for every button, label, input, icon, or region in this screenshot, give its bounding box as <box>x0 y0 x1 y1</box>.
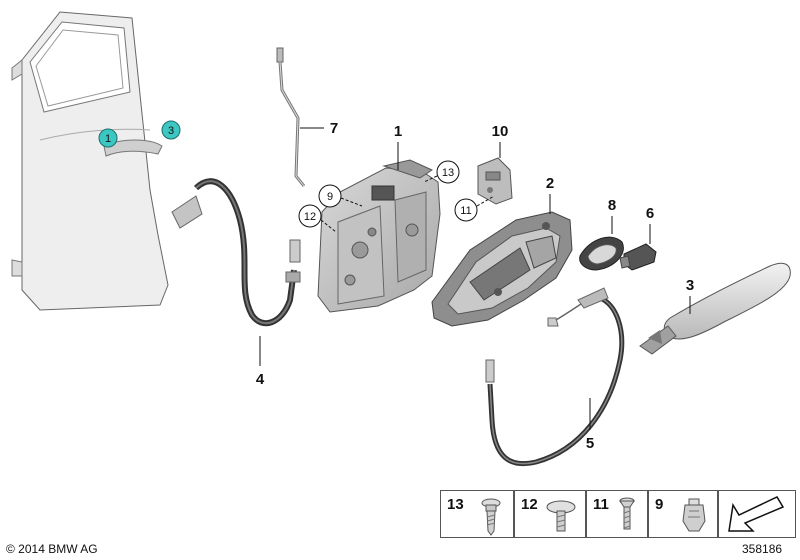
callout-circle-11-label: 11 <box>460 205 471 217</box>
callout-7: 7 <box>300 120 338 137</box>
diagram-number: 358186 <box>742 542 783 556</box>
callout-6-label: 6 <box>646 205 654 222</box>
callout-circle-9-label: 9 <box>327 191 333 203</box>
part-6-cap <box>619 243 657 271</box>
part-2-handle-carrier <box>431 211 585 327</box>
callout-2-label: 2 <box>546 175 554 192</box>
countersunk-screw-icon <box>619 497 635 530</box>
callout-7-label: 7 <box>330 120 338 137</box>
legend-item-11[interactable]: 11 <box>586 490 648 538</box>
callout-4: 4 <box>256 336 265 388</box>
callout-10: 10 <box>492 123 509 158</box>
part-1-door-lock <box>317 159 441 313</box>
legend-item-11-label: 11 <box>593 496 609 513</box>
part-10-striker <box>477 157 513 205</box>
clip-icon <box>682 498 706 532</box>
callout-circle-9: 9 <box>318 184 363 208</box>
callout-3: 3 <box>686 277 694 314</box>
legend-item-9-label: 9 <box>655 496 664 513</box>
door-hotspot-3-label: 3 <box>168 125 174 137</box>
legend-item-12-label: 12 <box>521 496 538 513</box>
callout-6: 6 <box>646 205 654 244</box>
callout-circle-13: 13 <box>423 160 460 184</box>
callout-1: 1 <box>394 123 402 170</box>
door-hotspot-1-label: 1 <box>105 133 111 145</box>
part-7-rod <box>276 47 306 187</box>
screw-icon <box>481 498 501 536</box>
part-5-cable <box>485 287 625 467</box>
callout-circle-11: 11 <box>454 195 495 222</box>
callout-circle-12-label: 12 <box>304 211 316 223</box>
legend-item-13[interactable]: 13 <box>440 490 514 538</box>
part-8-cover-ring <box>579 236 624 271</box>
door-hotspot-3[interactable]: 3 <box>161 120 181 140</box>
callout-8-label: 8 <box>608 197 616 214</box>
callout-5-label: 5 <box>586 435 594 452</box>
legend-item-13-label: 13 <box>447 496 464 513</box>
callout-circle-12: 12 <box>298 204 337 233</box>
callout-8: 8 <box>608 197 616 234</box>
part-3-outer-handle <box>639 262 791 355</box>
callout-4-label: 4 <box>256 371 265 388</box>
door-hotspot-1[interactable]: 1 <box>98 128 118 148</box>
arrow-icon <box>728 496 785 532</box>
flat-head-screw-icon <box>546 500 576 532</box>
callout-5: 5 <box>586 398 594 452</box>
callout-3-label: 3 <box>686 277 694 294</box>
callout-10-label: 10 <box>492 123 509 140</box>
callout-circle-13-label: 13 <box>442 167 454 179</box>
legend-item-9[interactable]: 9 <box>648 490 718 538</box>
callout-2: 2 <box>546 175 554 214</box>
rear-door-outline <box>11 11 169 311</box>
copyright-text: © 2014 BMW AG <box>6 542 98 556</box>
legend-item-12[interactable]: 12 <box>514 490 586 538</box>
part-4-cable <box>171 178 301 327</box>
callout-1-label: 1 <box>394 123 402 140</box>
next-diagram-arrow[interactable] <box>718 490 796 538</box>
